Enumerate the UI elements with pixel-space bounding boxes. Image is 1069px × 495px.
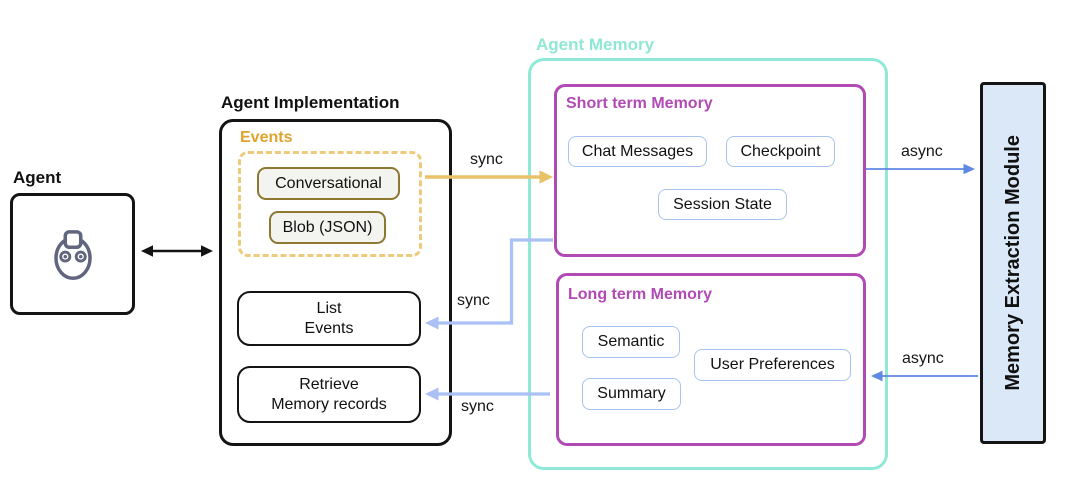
agent-label: Agent xyxy=(13,168,62,187)
retrieve-line2: Memory records xyxy=(271,395,387,413)
chip-checkpoint: Checkpoint xyxy=(726,136,835,167)
short-term-memory-title: Short term Memory xyxy=(566,95,713,112)
chip-chat-messages: Chat Messages xyxy=(568,136,707,167)
short-term-memory-box xyxy=(554,84,866,257)
chip-session-state: Session State xyxy=(658,189,787,220)
event-type-blob-json: Blob (JSON) xyxy=(269,211,386,244)
sync-list-label: sync xyxy=(457,292,490,309)
agent-memory-title: Agent Memory xyxy=(536,35,655,54)
chip-semantic: Semantic xyxy=(582,326,680,358)
event-type-conversational: Conversational xyxy=(257,167,400,200)
sync-retrieve-label: sync xyxy=(461,398,494,415)
retrieve-memory-records-box: Retrieve Memory records xyxy=(237,366,421,423)
events-label: Events xyxy=(240,129,293,146)
memory-extraction-module-title: Memory Extraction Module xyxy=(1001,135,1024,391)
chip-summary: Summary xyxy=(582,378,681,410)
implementation-title: Agent Implementation xyxy=(221,93,400,112)
retrieve-line1: Retrieve xyxy=(299,375,359,393)
memory-extraction-module-box: Memory Extraction Module xyxy=(980,82,1046,444)
list-events-box: List Events xyxy=(237,291,421,346)
async-to-extraction-label: async xyxy=(901,143,943,160)
async-from-extraction-label: async xyxy=(902,350,944,367)
list-events-line1: List xyxy=(316,299,342,317)
robot-icon xyxy=(53,230,92,280)
agent-box xyxy=(10,193,135,315)
chip-user-preferences: User Preferences xyxy=(694,349,851,381)
agent-impl-bidirectional-arrow xyxy=(141,245,213,257)
list-events-line2: Events xyxy=(304,319,354,337)
sync-events-label: sync xyxy=(470,151,503,168)
long-term-memory-title: Long term Memory xyxy=(568,286,713,303)
